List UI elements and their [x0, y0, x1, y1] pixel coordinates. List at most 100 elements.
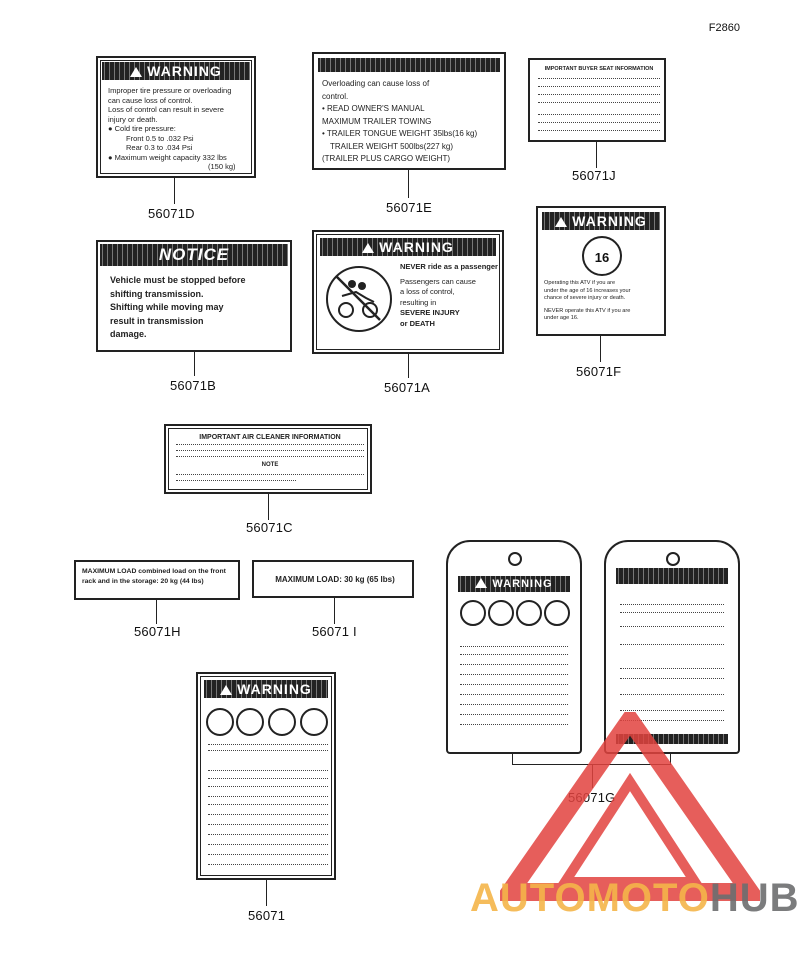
text-lines [208, 864, 328, 865]
text-lines [538, 86, 660, 87]
leader-56071 [266, 880, 267, 906]
leader-56071b [194, 352, 195, 376]
text-lines [208, 834, 328, 835]
text-lines [208, 824, 328, 825]
decal-56071: WARNING [196, 672, 336, 880]
decal-56071h: MAXIMUM LOAD combined load on the front … [74, 560, 240, 600]
decal-56071c: IMPORTANT AIR CLEANER INFORMATION NOTE [164, 424, 372, 494]
decal-56071a: WARNING NEVER ride as a passenger Passen… [312, 230, 504, 354]
hang-tag-warning-banner: WARNING [458, 576, 570, 592]
text-lines [460, 714, 568, 715]
text-lines [460, 694, 568, 695]
text-lines [538, 102, 660, 103]
part-label-56071d: 56071D [148, 206, 195, 221]
leader-56071d [174, 178, 175, 204]
decal-56071j: IMPORTANT BUYER SEAT INFORMATION [528, 58, 666, 142]
warning-triangle-icon [130, 67, 143, 77]
warning-triangle-icon [220, 685, 233, 695]
automotohub-logo-icon [500, 712, 760, 901]
leader-56071i [334, 598, 335, 624]
text-lines [208, 844, 328, 845]
text-lines [208, 796, 328, 797]
decal-56071f-text: Operating this ATV if you are under the … [544, 280, 631, 321]
text-lines [460, 724, 568, 725]
decal-56071f-banner: WARNING [542, 212, 660, 230]
leader-56071g-left [512, 754, 513, 764]
leader-56071f [600, 336, 601, 362]
text-lines [620, 668, 724, 669]
text-lines [620, 710, 724, 711]
part-label-56071: 56071 [248, 908, 286, 923]
decal-56071h-text: MAXIMUM LOAD combined load on the front … [82, 568, 226, 585]
leader-56071h [156, 600, 157, 624]
text-lines [176, 474, 364, 475]
part-label-56071j: 56071J [572, 168, 616, 183]
decal-56071c-note: NOTE [261, 462, 279, 468]
safety-pictogram-icon [516, 600, 542, 626]
figure-code: F2860 [708, 22, 740, 34]
decal-56071c-heading: IMPORTANT AIR CLEANER INFORMATION [199, 434, 341, 441]
hang-tag-age-info [604, 540, 740, 754]
watermark-text: AUTOMOTOHUB [470, 876, 800, 921]
decal-56071f: WARNING 16 Operating this ATV if you are… [536, 206, 666, 336]
part-label-56071f: 56071F [576, 364, 622, 379]
text-lines [208, 778, 328, 779]
decal-56071j-heading: IMPORTANT BUYER SEAT INFORMATION [544, 66, 654, 72]
text-lines [460, 646, 568, 647]
text-lines [208, 804, 328, 805]
age-16-icon: 16 [582, 236, 622, 276]
tag-hole [666, 552, 680, 566]
text-lines [460, 664, 568, 665]
leader-56071j [596, 142, 597, 168]
hang-tag-age-info-banner [616, 568, 728, 584]
decal-56071d-text: Improper tire pressure or overloading ca… [108, 86, 236, 171]
leader-56071e [408, 170, 409, 198]
watermark-suffix: HUB [709, 876, 800, 920]
decal-56071e-banner [318, 58, 500, 72]
decal-56071i-text: MAXIMUM LOAD: 30 kg (65 lbs) [275, 575, 395, 584]
leader-56071c [268, 494, 269, 520]
safety-pictogram-icon [300, 708, 328, 736]
decal-56071a-text: NEVER ride as a passenger Passengers can… [400, 262, 498, 328]
text-lines [208, 854, 328, 855]
warning-triangle-icon [362, 243, 375, 253]
tag-hole [508, 552, 522, 566]
text-lines [208, 770, 328, 771]
safety-pictogram-icon [488, 600, 514, 626]
text-lines [176, 480, 296, 481]
text-lines [620, 720, 724, 721]
decal-56071e: Overloading can cause loss of control. •… [312, 52, 506, 170]
decal-56071e-text: Overloading can cause loss of control. •… [322, 79, 478, 163]
text-lines [208, 786, 328, 787]
safety-pictogram-icon [206, 708, 234, 736]
text-lines [538, 122, 660, 123]
decal-56071d: WARNING Improper tire pressure or overlo… [96, 56, 256, 178]
hang-tag-warning: WARNING [446, 540, 582, 754]
no-passenger-icon [326, 266, 392, 332]
leader-56071g-right [670, 754, 671, 764]
text-lines [538, 130, 660, 131]
safety-pictogram-icon [236, 708, 264, 736]
safety-pictogram-icon [268, 708, 296, 736]
text-lines [620, 626, 724, 627]
warning-triangle-icon [555, 217, 568, 227]
text-lines [208, 750, 328, 751]
text-lines [538, 94, 660, 95]
hang-tag-age-info-footer [616, 734, 728, 744]
part-label-56071a: 56071A [384, 380, 431, 395]
part-label-56071c: 56071C [246, 520, 293, 535]
text-lines [620, 678, 724, 679]
watermark-prefix: AUTOMOTO [470, 876, 710, 920]
part-label-56071b: 56071B [170, 378, 217, 393]
text-lines [208, 814, 328, 815]
text-lines [620, 604, 724, 605]
part-label-56071e: 56071E [386, 200, 433, 215]
text-lines [176, 444, 364, 445]
safety-pictogram-icon [544, 600, 570, 626]
decal-56071b-banner: NOTICE [100, 244, 288, 266]
text-lines [538, 78, 660, 79]
text-lines [460, 654, 568, 655]
decal-56071b-text: Vehicle must be stopped before shifting … [110, 275, 246, 339]
part-label-56071i: 56071 I [312, 624, 357, 639]
text-lines [620, 612, 724, 613]
